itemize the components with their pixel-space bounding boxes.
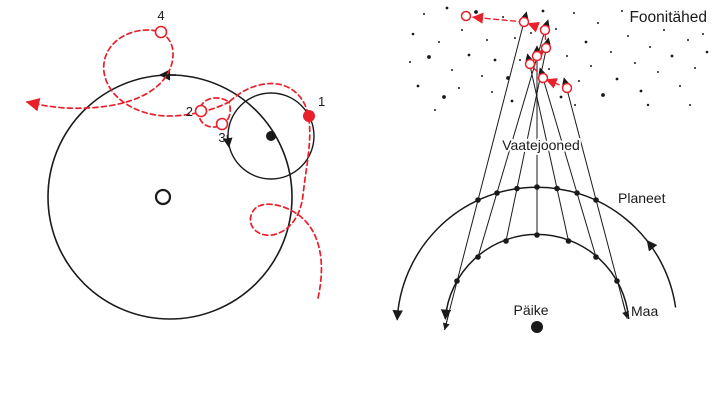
star-dot — [555, 28, 557, 30]
star-dot — [574, 104, 576, 106]
star-dot — [578, 80, 580, 82]
star-dot — [679, 85, 681, 87]
star-dot — [411, 32, 415, 36]
label-earth-orbit: Maa — [631, 303, 658, 319]
star-dot — [649, 46, 651, 48]
heliocentric-diagram: Foonitähed Vaatejooned Planeet Päike Maa — [392, 6, 709, 333]
label-position-4: 4 — [157, 8, 164, 23]
star-dot — [634, 62, 636, 64]
star-dot — [541, 9, 545, 13]
star-dot — [491, 91, 493, 93]
sight-line-bottom-arrow — [622, 300, 629, 319]
star-dot — [621, 10, 623, 12]
star-dot — [493, 58, 497, 62]
star-dot — [510, 99, 514, 103]
label-background-stars: Foonitähed — [629, 9, 707, 26]
planet-position-1 — [303, 110, 315, 122]
star-dot — [442, 95, 446, 99]
star-dot — [590, 65, 592, 67]
epicycle-direction-arrow — [222, 135, 233, 148]
star-dot — [416, 84, 420, 88]
sight-line — [538, 67, 597, 258]
star-dot — [687, 39, 689, 41]
star-dot — [702, 33, 704, 35]
sun-dot — [531, 321, 543, 333]
label-sun: Päike — [513, 302, 548, 318]
star-dot — [502, 16, 504, 18]
star-dot — [434, 109, 436, 111]
planet-orbit-direction-arrow — [646, 239, 658, 252]
star-dot — [530, 32, 532, 34]
center-open-circle — [154, 188, 172, 206]
star-dot — [427, 55, 431, 59]
label-position-3: 3 — [218, 130, 225, 145]
star-dot — [445, 6, 449, 10]
sight-line — [444, 11, 529, 331]
label-sight-lines: Vaatejooned — [502, 137, 580, 153]
star-dot — [481, 75, 483, 77]
star-dot — [610, 51, 612, 53]
star-dot — [566, 55, 568, 57]
star-dot — [627, 35, 629, 37]
planet-position-3 — [215, 117, 229, 131]
star-dot — [458, 87, 460, 89]
star-dot — [486, 39, 488, 41]
star-dot — [657, 71, 659, 73]
epicycle-diagram: 1 2 3 4 — [25, 8, 325, 320]
apparent-positions — [460, 10, 573, 94]
planet-position-2 — [194, 104, 208, 118]
label-planet-orbit: Planeet — [618, 190, 666, 206]
planet-position-4 — [154, 25, 168, 39]
star-dot — [694, 67, 696, 69]
star-dot — [559, 95, 563, 99]
retrograde-loop-path — [25, 29, 323, 299]
star-dot — [689, 104, 691, 106]
star-dot — [584, 40, 588, 44]
apparent-path — [471, 12, 568, 89]
label-position-1: 1 — [318, 94, 325, 109]
star-dot — [573, 12, 575, 14]
star-dot — [461, 29, 463, 31]
sight-line — [525, 53, 569, 242]
star-dot — [615, 77, 619, 81]
star-dot — [639, 89, 643, 93]
planet-positions — [475, 184, 599, 203]
star-dot — [597, 22, 599, 24]
star-dot — [409, 61, 411, 63]
star-dot — [646, 103, 650, 107]
planet-orbit-arc — [392, 186, 677, 321]
star-dot — [474, 10, 478, 14]
star-dot — [663, 29, 665, 31]
star-dot — [519, 59, 521, 61]
star-dot — [467, 53, 471, 57]
star-dot — [423, 13, 425, 15]
star-dot — [548, 68, 550, 70]
earth-positions — [454, 232, 620, 284]
star-dot — [438, 41, 440, 43]
star-dot — [451, 69, 453, 71]
star-dot — [514, 37, 516, 39]
epicycle-center-dot — [266, 131, 276, 141]
star-dot — [705, 50, 709, 54]
label-position-2: 2 — [186, 104, 193, 119]
star-dot — [670, 54, 674, 58]
star-dot — [601, 93, 605, 97]
